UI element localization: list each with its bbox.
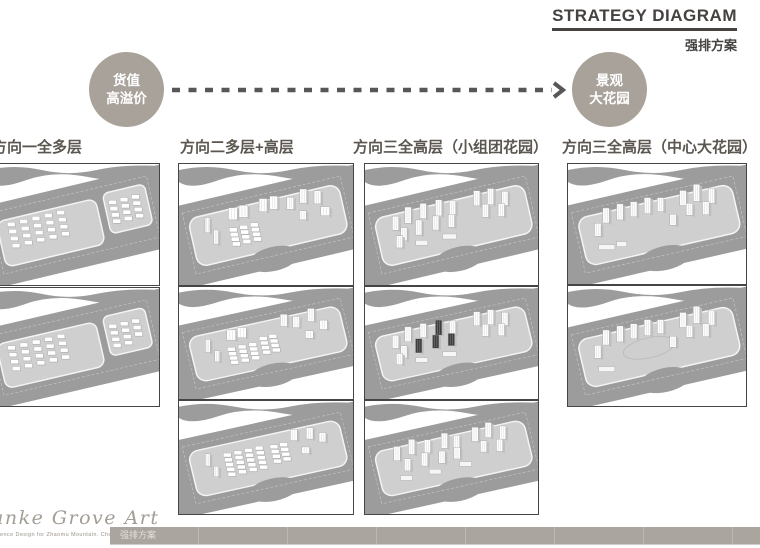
scheme-image-c2r3-mix3 — [178, 400, 354, 515]
landscape-garden-bubble: 景观 大花园 — [572, 52, 647, 127]
page-subtitle: 强排方案 — [684, 38, 737, 53]
value-premium-bubble: 货值 高溢价 — [89, 52, 164, 127]
page-title: STRATEGY DIAGRAM — [552, 6, 737, 31]
column-header-1: 方向一全多层 — [0, 139, 83, 156]
bubble-line: 货值 — [113, 72, 140, 88]
scheme-image-c1r1-low1 — [0, 163, 160, 286]
bubble-line: 高溢价 — [106, 90, 147, 106]
scheme-image-c4r2-garden2 — [567, 285, 747, 407]
studio-logo-subtext: ence Design for Zhaomu Mountain. Chongqi… — [0, 532, 112, 538]
footer-bar-label: 强排方案 — [120, 530, 157, 540]
scheme-image-c2r1-mix1 — [178, 163, 354, 286]
scheme-image-c4r1-garden1 — [567, 163, 747, 285]
scheme-image-c3r3-towers3 — [364, 400, 539, 515]
scheme-image-c3r1-towers1 — [364, 163, 539, 286]
footer-bar: 强排方案 — [110, 527, 760, 545]
scheme-image-c1r2-low2 — [0, 287, 160, 407]
bubble-line: 景观 — [596, 72, 623, 88]
scheme-image-c3r2-towers2 — [364, 286, 539, 400]
scheme-image-c2r2-mix2 — [178, 286, 354, 400]
studio-logo: anke Grove Art — [0, 507, 160, 529]
dashed-arrow-icon — [172, 81, 567, 99]
bubble-line: 大花园 — [589, 90, 630, 106]
column-header-4: 方向三全高层（中心大花园） — [562, 139, 758, 156]
title-block: STRATEGY DIAGRAM 强排方案 — [552, 6, 737, 54]
column-header-3: 方向三全高层（小组团花园） — [353, 139, 549, 156]
column-header-2: 方向二多层+高层 — [180, 139, 294, 156]
